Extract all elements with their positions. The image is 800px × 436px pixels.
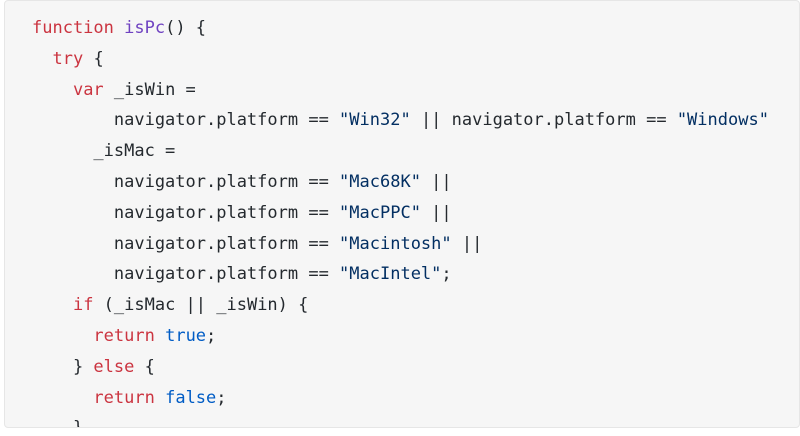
code-line: var _isWin = xyxy=(32,75,769,106)
code-token-plain xyxy=(32,49,52,69)
code-token-kw: try xyxy=(52,48,84,69)
code-line: navigator.platform == "Mac68K" || xyxy=(32,167,769,198)
code-token-plain xyxy=(32,388,93,408)
code-token-str: "MacIntel" xyxy=(339,264,442,285)
code-token-plain: _isWin = xyxy=(103,79,196,100)
code-token-plain: || xyxy=(451,233,483,254)
code-token-plain: ; xyxy=(216,387,227,408)
code-token-plain: } xyxy=(32,356,94,377)
code-token-plain: navigator.platform == xyxy=(32,110,340,131)
code-line: navigator.platform == "MacIntel"; xyxy=(32,259,769,290)
code-token-plain: { xyxy=(83,48,104,69)
code-token-str: "MacPPC" xyxy=(339,202,421,223)
code-token-kw: function xyxy=(32,18,125,38)
code-token-str: "Macintosh" xyxy=(339,233,452,254)
code-token-plain: ; xyxy=(206,325,217,346)
code-token-plain: || xyxy=(420,202,452,223)
code-token-str: "Mac68K" xyxy=(339,171,421,192)
code-token-lit: true xyxy=(165,325,207,346)
code-token-plain: navigator.platform == xyxy=(32,264,340,285)
code-token-plain: { xyxy=(134,356,155,377)
code-line: function isPc() { xyxy=(32,13,769,44)
code-line: try { xyxy=(32,44,769,75)
code-token-fn: isPc xyxy=(124,18,166,38)
code-token-plain: navigator.platform == xyxy=(32,202,340,223)
code-token-str: "Win32" xyxy=(339,110,411,131)
code-token-plain: _isMac = xyxy=(32,141,176,162)
code-line: navigator.platform == "Win32" || navigat… xyxy=(32,105,769,136)
code-token-plain xyxy=(155,326,165,346)
code-token-plain xyxy=(32,80,73,100)
code-line: navigator.platform == "Macintosh" || xyxy=(32,229,769,260)
code-token-kw: return xyxy=(93,387,155,408)
code-token-plain: navigator.platform == xyxy=(32,171,340,192)
code-token-kw: else xyxy=(93,356,135,377)
code-line: return true; xyxy=(32,321,769,352)
code-token-plain: || navigator.platform == xyxy=(410,110,677,131)
code-token-str: "Windows" xyxy=(676,110,769,131)
code-token-kw: var xyxy=(72,79,104,100)
code-block: function isPc() { try { var _isWin = nav… xyxy=(4,0,800,428)
code-token-plain: } xyxy=(32,418,83,427)
code-line: _isMac = xyxy=(32,136,769,167)
code-line: return false; xyxy=(32,383,769,414)
code-line: } xyxy=(32,413,769,427)
code-token-plain: (_isMac || _isWin) { xyxy=(93,295,309,316)
code-token-kw: if xyxy=(72,295,94,316)
code-token-plain xyxy=(155,388,165,408)
code-token-plain: navigator.platform == xyxy=(32,233,340,254)
code-token-lit: false xyxy=(165,387,217,408)
code-token-plain: () { xyxy=(165,18,207,38)
code-lines: function isPc() { try { var _isWin = nav… xyxy=(32,13,769,427)
code-line: if (_isMac || _isWin) { xyxy=(32,290,769,321)
code-token-kw: return xyxy=(93,325,155,346)
code-line: navigator.platform == "MacPPC" || xyxy=(32,198,769,229)
code-token-plain: || xyxy=(420,171,452,192)
code-token-plain: ; xyxy=(441,264,452,285)
code-token-plain xyxy=(32,326,93,346)
code-line: } else { xyxy=(32,352,769,383)
code-token-plain xyxy=(32,295,73,315)
